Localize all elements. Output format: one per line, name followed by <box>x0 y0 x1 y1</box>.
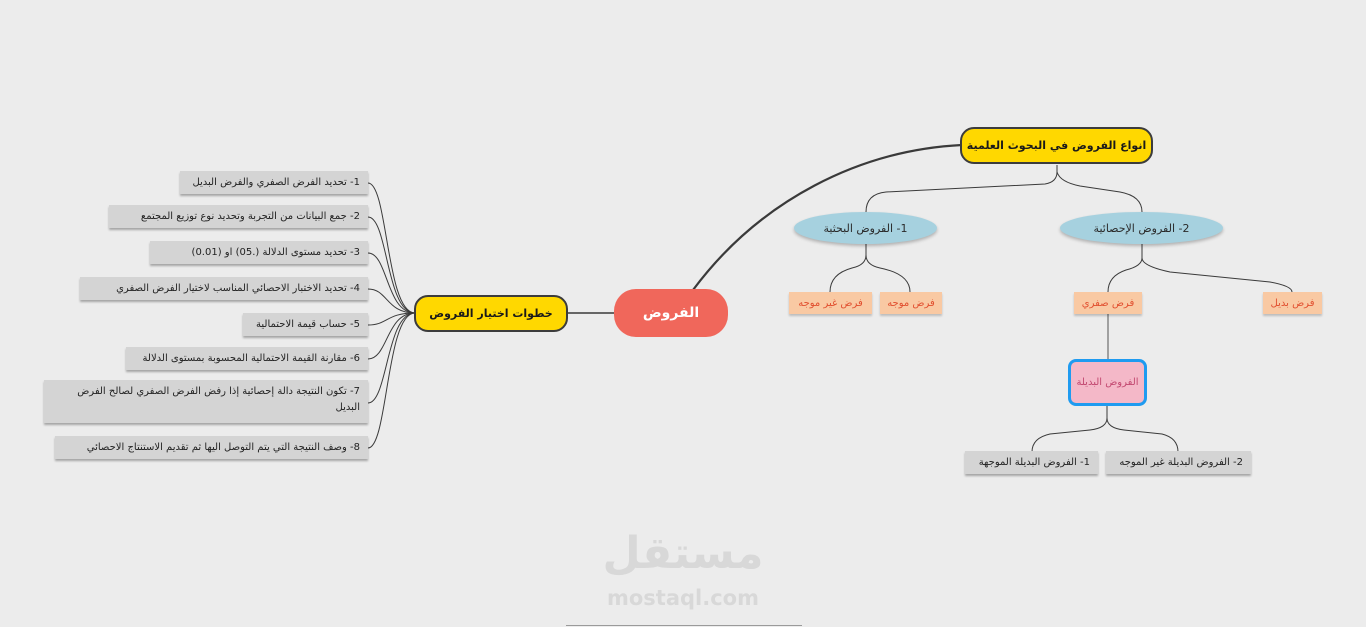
null-hypothesis-label: فرض صفري <box>1081 297 1135 309</box>
step-node-3[interactable]: 3- تحديد مستوى الدلالة (.05) او (0.01) <box>150 241 368 264</box>
non-directional-hypothesis-label: فرض غير موجه <box>798 297 863 309</box>
step-node-7[interactable]: 7- تكون النتيجة دالة إحصائية إذا رفض الف… <box>44 380 368 423</box>
alternative-hypothesis-label: فرض بديل <box>1270 297 1315 309</box>
step-label-2: 2- جمع البيانات من التجربة وتحديد نوع تو… <box>140 211 360 222</box>
step-label-6: 6- مقارنة القيمة الاحتمالية المحسوبة بمس… <box>142 353 360 364</box>
types-of-hypotheses-node[interactable]: انواع الفروض في البحوث العلمية <box>960 127 1153 164</box>
watermark-url: mostaql.com <box>607 586 759 610</box>
step-node-8[interactable]: 8- وصف النتيجة التي يتم التوصل اليها ثم … <box>55 436 368 459</box>
non-directional-alternative-label: 2- الفروض البديلة غير الموجه <box>1119 457 1243 468</box>
null-hypothesis-node[interactable]: فرض صفري <box>1074 292 1142 314</box>
alternative-hypotheses-node[interactable]: الفروض البديلة <box>1068 359 1147 406</box>
statistical-hypotheses-label: 2- الفروض الإحصائية <box>1093 221 1190 235</box>
research-hypotheses-label: 1- الفروض البحثية <box>823 221 908 235</box>
step-node-6[interactable]: 6- مقارنة القيمة الاحتمالية المحسوبة بمس… <box>126 347 368 370</box>
step-label-1: 1- تحديد الفرض الصفري والفرض البديل <box>192 177 360 188</box>
research-hypotheses-node[interactable]: 1- الفروض البحثية <box>794 212 937 244</box>
watermark-logo: مستقل <box>602 528 764 579</box>
step-label-3: 3- تحديد مستوى الدلالة (.05) او (0.01) <box>191 247 360 258</box>
bottom-divider <box>566 625 802 626</box>
directional-hypothesis-label: فرض موجه <box>887 297 935 309</box>
step-node-5[interactable]: 5- حساب قيمة الاحتمالية <box>243 313 368 336</box>
alternative-hypotheses-label: الفروض البديلة <box>1076 377 1139 388</box>
step-label-8: 8- وصف النتيجة التي يتم التوصل اليها ثم … <box>86 442 360 453</box>
directional-alternative-label: 1- الفروض البديلة الموجهة <box>978 457 1090 468</box>
step-node-4[interactable]: 4- تحديد الاختبار الاحصائي المناسب لاختي… <box>80 277 368 300</box>
non-directional-hypothesis-node[interactable]: فرض غير موجه <box>789 292 872 314</box>
step-label-5: 5- حساب قيمة الاحتمالية <box>256 319 360 330</box>
hypothesis-selection-steps-label: خطوات اختيار الفروض <box>429 307 553 320</box>
step-node-1[interactable]: 1- تحديد الفرض الصفري والفرض البديل <box>180 171 368 194</box>
statistical-hypotheses-node[interactable]: 2- الفروض الإحصائية <box>1060 212 1223 244</box>
directional-alternative-node[interactable]: 1- الفروض البديلة الموجهة <box>965 451 1098 474</box>
step-label-4: 4- تحديد الاختبار الاحصائي المناسب لاختي… <box>116 283 360 294</box>
directional-hypothesis-node[interactable]: فرض موجه <box>880 292 942 314</box>
step-label-7: 7- تكون النتيجة دالة إحصائية إذا رفض الف… <box>77 386 360 413</box>
step-node-2[interactable]: 2- جمع البيانات من التجربة وتحديد نوع تو… <box>109 205 368 228</box>
non-directional-alternative-node[interactable]: 2- الفروض البديلة غير الموجه <box>1106 451 1251 474</box>
types-of-hypotheses-label: انواع الفروض في البحوث العلمية <box>966 139 1147 152</box>
hypothesis-selection-steps-node[interactable]: خطوات اختيار الفروض <box>414 295 568 332</box>
alternative-hypothesis-node[interactable]: فرض بديل <box>1263 292 1322 314</box>
root-node[interactable]: الفروض <box>614 289 728 337</box>
root-label: الفروض <box>642 305 700 321</box>
